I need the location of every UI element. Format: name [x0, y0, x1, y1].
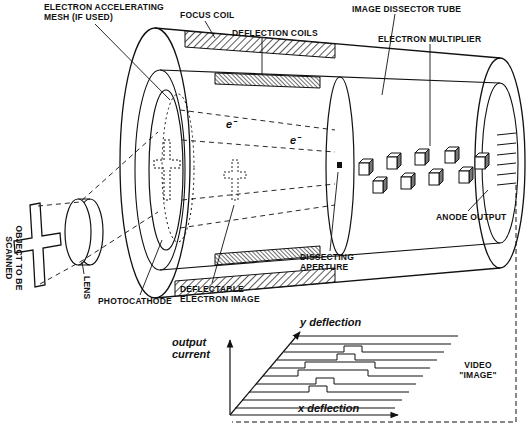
pin [497, 173, 516, 175]
light-ray [38, 132, 158, 206]
leader-line [430, 44, 431, 146]
x-axis [230, 414, 398, 415]
part-label: PHOTOCATHODE [98, 296, 172, 306]
tube-edge [160, 70, 500, 83]
housing-end [475, 58, 525, 268]
dynode [429, 169, 443, 185]
lens [65, 199, 103, 265]
housing-front [120, 28, 190, 298]
y-axis [230, 332, 300, 415]
electron-path [180, 205, 335, 228]
electron-path [182, 184, 335, 200]
dynode [445, 147, 459, 163]
tube-face [135, 70, 185, 270]
part-label: ELECTRON ACCELERATING MESH (IF USED) [44, 2, 169, 22]
part-label: FOCUS COIL [180, 10, 234, 20]
aperture-hole [337, 162, 342, 168]
electron-symbol: e⁻ [226, 118, 236, 130]
part-label: DEFLECTION COILS [232, 28, 318, 38]
pin [497, 133, 516, 135]
part-label: LENS [82, 276, 92, 299]
leader-line [262, 38, 263, 75]
axis-label: x deflection [298, 402, 359, 414]
outer-housing [120, 28, 525, 298]
pin [497, 163, 516, 165]
axis-label: output current [172, 336, 228, 360]
dynode [475, 153, 489, 169]
scan-trace [249, 386, 409, 392]
scan-trace [242, 400, 402, 401]
scan-trace [277, 354, 437, 360]
electron-path [182, 140, 335, 152]
cathode-image [154, 140, 180, 200]
scan-trace [263, 370, 423, 376]
electron-paths [180, 110, 335, 228]
electron-symbol: e⁻ [290, 134, 300, 146]
plot-label: VIDEO "IMAGE" [452, 360, 504, 380]
pin [497, 143, 516, 145]
dissector-tube [135, 70, 518, 270]
aperture-plate [326, 77, 354, 255]
dynode [359, 159, 373, 175]
dynode [373, 177, 387, 193]
photocathode [149, 90, 183, 250]
pin [497, 153, 516, 155]
signal-path [232, 185, 516, 422]
leader-line [212, 205, 234, 283]
dynode [459, 167, 473, 183]
housing-edge [155, 28, 500, 58]
dynode [415, 149, 429, 165]
part-label: OBJECT TO BE SCANNED [4, 222, 24, 294]
axis-label: y deflection [300, 316, 361, 328]
part-label: DEFLECTABLE ELECTRON IMAGE [180, 284, 262, 304]
lens-front [65, 199, 91, 265]
leader-line [82, 262, 84, 274]
scan-trace [270, 362, 430, 368]
light-rays [38, 132, 158, 284]
pin [497, 183, 516, 185]
scan-trace [298, 336, 458, 337]
current-axis [229, 340, 230, 415]
electron-multiplier [359, 147, 489, 193]
leader-line [140, 240, 162, 295]
scan-trace [291, 344, 451, 345]
leader-line [382, 14, 395, 95]
leader-line [95, 24, 170, 100]
leader-lines [82, 14, 488, 295]
dynode [401, 173, 415, 189]
leader-line [330, 172, 338, 251]
part-label: ELECTRON MULTIPLIER [378, 34, 481, 44]
scan-trace [256, 378, 416, 384]
deflection-coil [215, 73, 320, 88]
deflectable-image [224, 160, 246, 200]
dynode [387, 153, 401, 169]
part-label: ANODE OUTPUT [436, 212, 506, 222]
part-label: IMAGE DISSECTOR TUBE [352, 4, 461, 14]
scan-trace [284, 346, 444, 352]
leader-line [205, 21, 215, 38]
light-ray [40, 212, 158, 284]
part-label: DISSECTING APERTURE [300, 252, 366, 272]
video-traces [235, 336, 458, 408]
electron-path [180, 110, 335, 130]
leader-line [468, 190, 488, 211]
anode-pins [497, 133, 516, 185]
